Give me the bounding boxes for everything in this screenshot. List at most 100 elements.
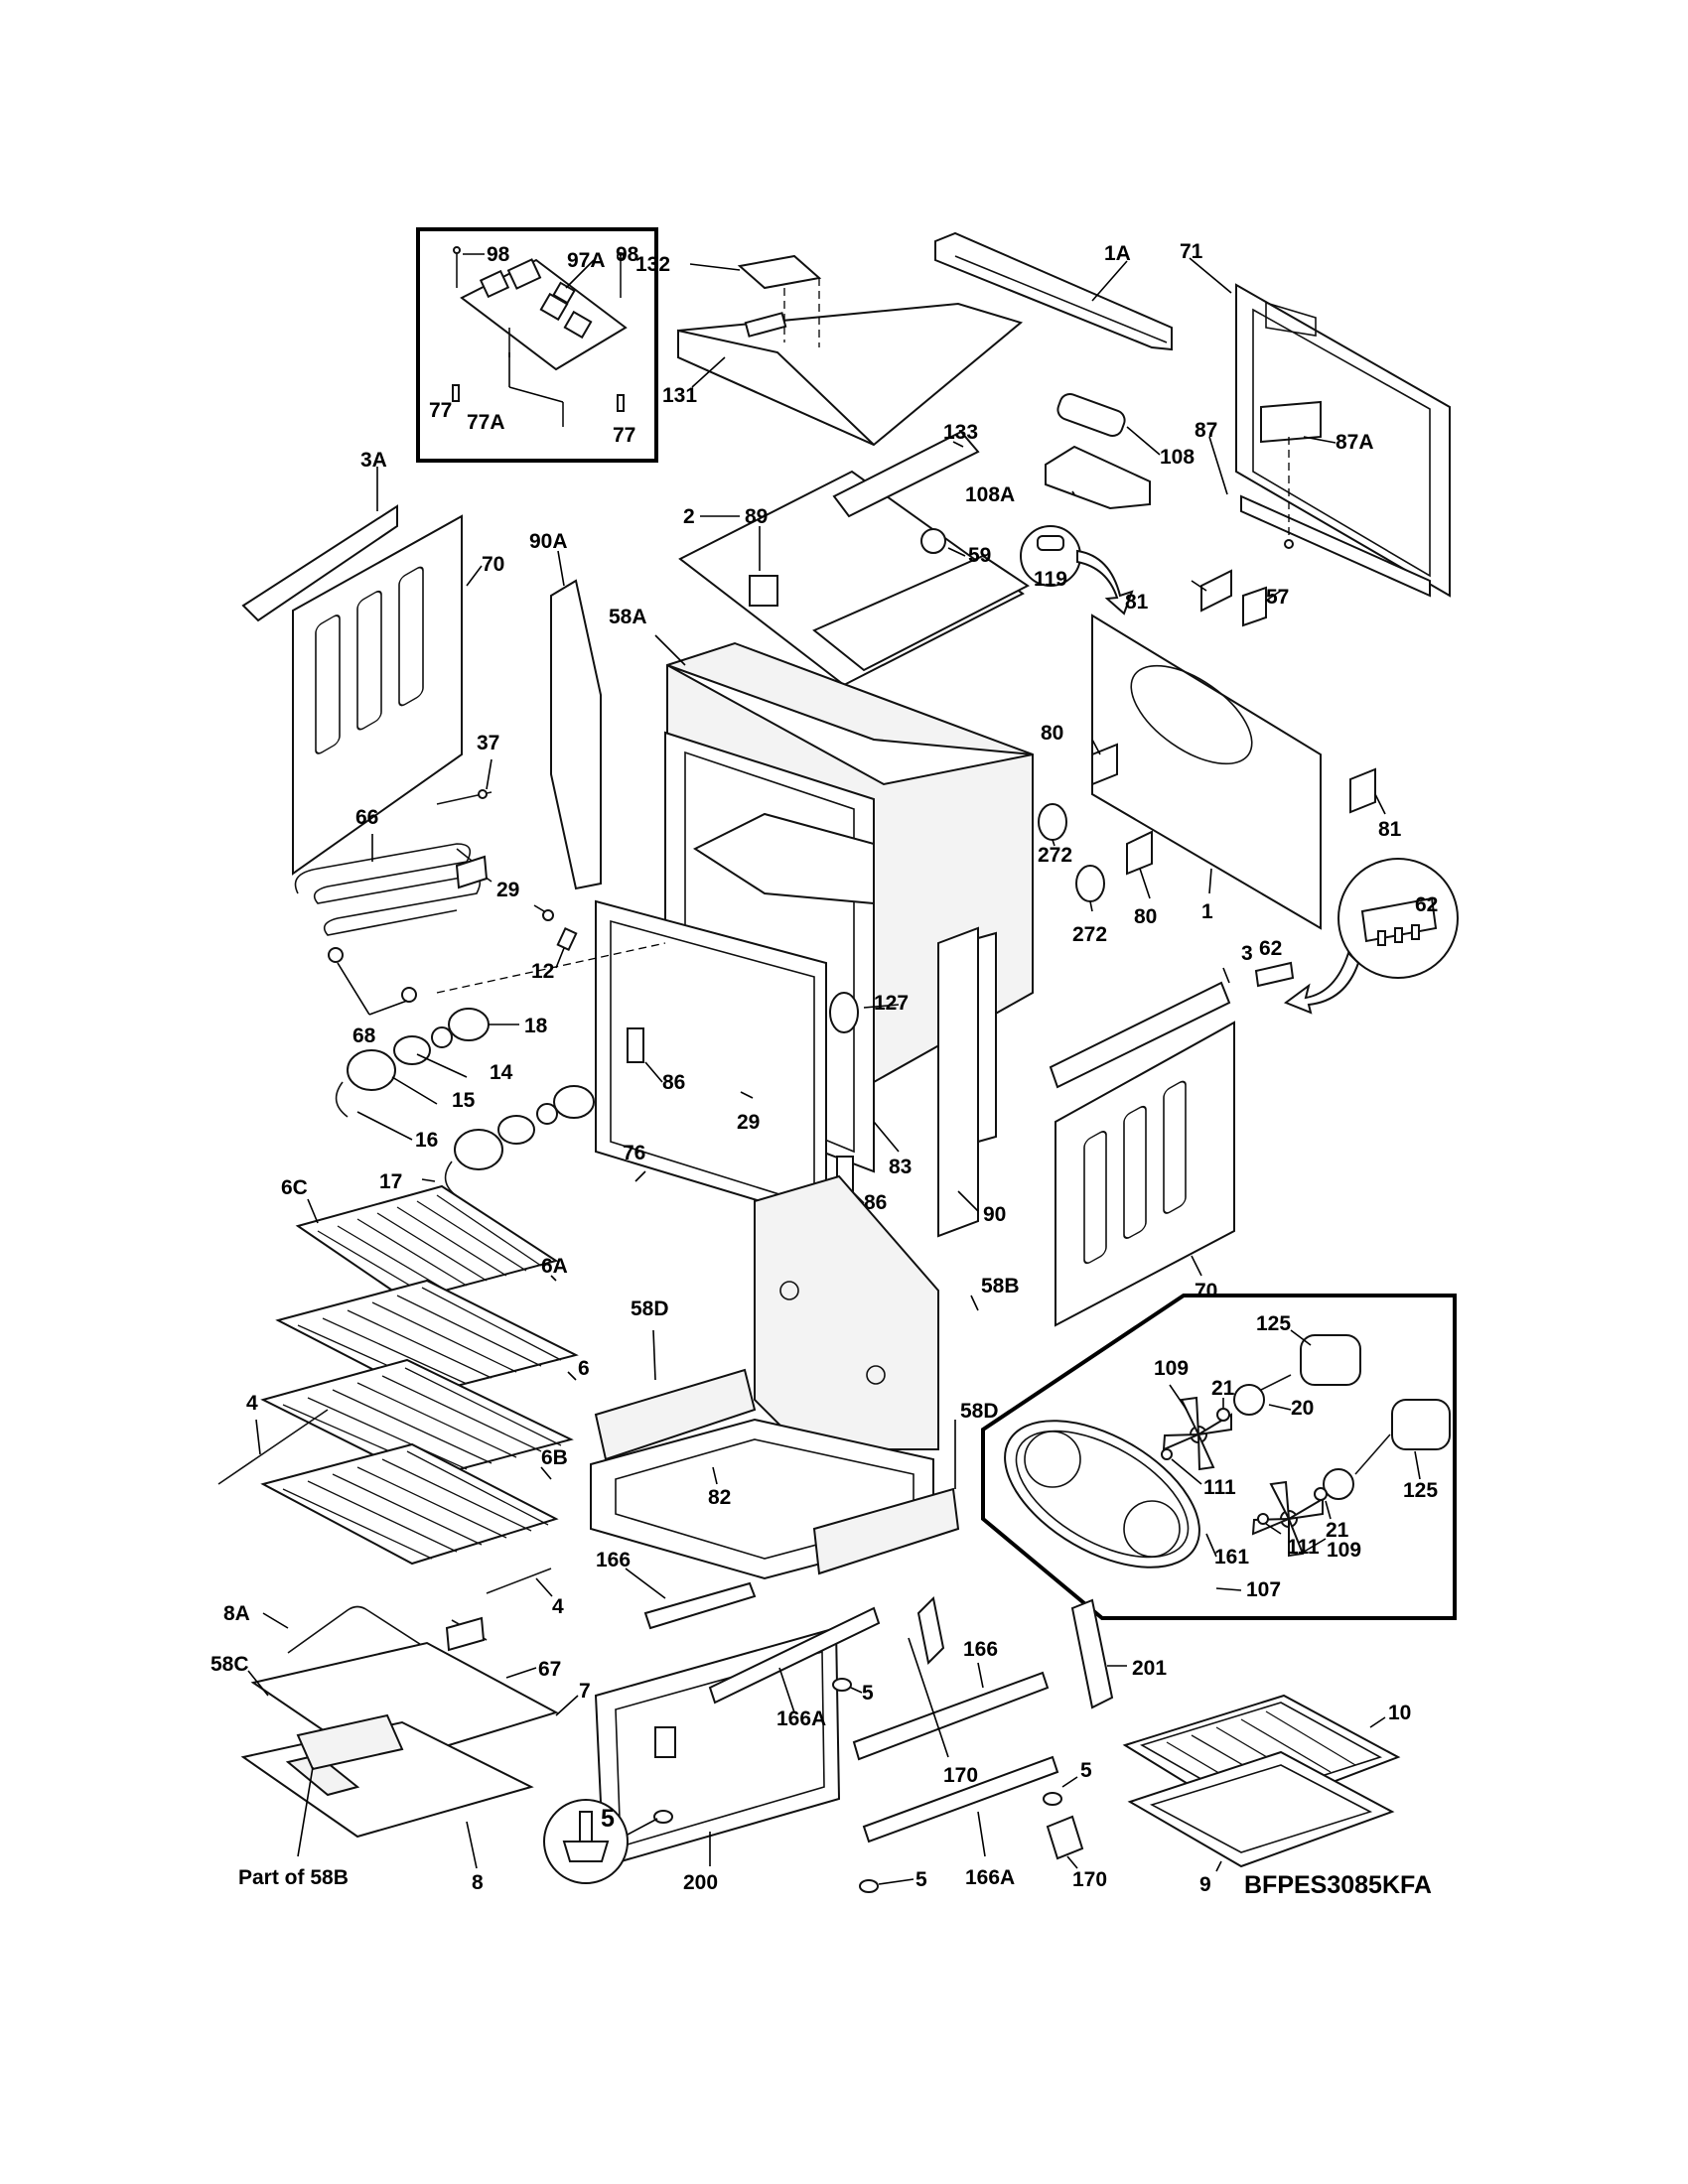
insulation-58D-b (812, 1487, 960, 1575)
rear-panel-1 (1091, 614, 1322, 930)
label-62a: 62 (1415, 893, 1438, 916)
label-6C: 6C (281, 1176, 308, 1199)
label-98b: 98 (616, 243, 639, 266)
label-133: 133 (943, 421, 978, 444)
shield-90A: 90A (529, 530, 602, 890)
label-62b: 62 (1259, 937, 1282, 960)
label-201: 201 (1132, 1657, 1167, 1680)
label-4a: 4 (246, 1392, 258, 1415)
part-86a (627, 1027, 644, 1063)
disc-20a (1233, 1384, 1265, 1416)
bracket-201 (1070, 1598, 1114, 1709)
label-90: 90 (983, 1203, 1006, 1226)
rail-166A-a (708, 1606, 881, 1705)
label-166b: 166 (963, 1638, 998, 1661)
label-58D-a: 58D (631, 1297, 669, 1320)
label-67: 67 (538, 1658, 561, 1681)
label-125b: 125 (1403, 1479, 1438, 1502)
label-part-of-58B: Part of 58B (238, 1866, 349, 1889)
inset-frame (416, 227, 658, 463)
label-14: 14 (490, 1061, 513, 1084)
label-2: 2 (683, 505, 695, 528)
fan-motor-125a (1300, 1334, 1361, 1386)
label-37: 37 (477, 732, 499, 754)
label-107: 107 (1246, 1578, 1281, 1601)
label-97a: 97A (567, 249, 606, 272)
bracket-81b (1349, 767, 1376, 814)
label-82: 82 (708, 1486, 731, 1509)
label-21a: 21 (1211, 1377, 1235, 1400)
label-272a: 272 (1038, 844, 1072, 867)
label-170a: 170 (943, 1764, 978, 1787)
rack-6 (260, 1358, 574, 1481)
label-6B: 6B (541, 1446, 568, 1469)
control-board (460, 258, 628, 371)
trim-3A (241, 504, 398, 622)
convection-fan-inset: 109 21 20 125 111 21 125 111 109 161 107 (981, 1294, 1457, 1620)
nut-111b (1257, 1513, 1269, 1525)
label-16: 16 (415, 1129, 438, 1152)
bracket-80a (1091, 743, 1118, 786)
label-58D-b: 58D (960, 1400, 999, 1423)
label-87: 87 (1195, 419, 1217, 442)
label-80a: 80 (1041, 722, 1063, 745)
label-5b: 5 (1080, 1759, 1092, 1782)
label-57: 57 (1266, 586, 1289, 609)
label-58C: 58C (211, 1653, 249, 1676)
bracket-80b (1126, 830, 1153, 876)
nut-111a (1161, 1448, 1173, 1460)
label-200: 200 (683, 1871, 718, 1894)
terminal-block-62 (1254, 961, 1295, 988)
label-71: 71 (1180, 240, 1203, 263)
leveler-5d (859, 1879, 879, 1893)
label-90A: 90A (529, 530, 568, 553)
insulation-58D-a (594, 1368, 757, 1461)
label-70b: 70 (1195, 1280, 1217, 1302)
label-3A: 3A (360, 449, 387, 472)
label-5d: 5 (915, 1868, 927, 1891)
label-58B: 58B (981, 1275, 1020, 1297)
label-83: 83 (889, 1156, 912, 1178)
fan-motor-125b (1391, 1399, 1451, 1450)
part-127 (829, 992, 859, 1033)
leveler-5b (1043, 1792, 1062, 1806)
nut-21b (1314, 1487, 1328, 1501)
label-161: 161 (1214, 1546, 1249, 1569)
bracket-108A (1045, 445, 1151, 510)
label-272b: 272 (1072, 923, 1107, 946)
label-80b: 80 (1134, 905, 1157, 928)
label-86b: 86 (864, 1191, 887, 1214)
thermostat-119-callout: 119 (1020, 525, 1134, 615)
part-57 (1242, 586, 1267, 627)
label-10: 10 (1388, 1702, 1411, 1724)
drawer-frame-group: 200 166 166A 166 170 201 166A 170 5 5 5 (543, 1549, 1167, 1894)
label-29b: 29 (737, 1111, 760, 1134)
label-3: 3 (1241, 942, 1253, 965)
bracket-133 (832, 430, 980, 518)
label-125a: 125 (1256, 1312, 1291, 1335)
bracket-81a (1200, 569, 1232, 613)
part-89 (749, 575, 778, 607)
broil-element-group: 8A 67 58C 7 Part of 58B 8 (211, 1602, 591, 1894)
label-18: 18 (524, 1015, 548, 1037)
label-9: 9 (1199, 1873, 1211, 1896)
rack-6C (295, 1184, 559, 1302)
label-58A: 58A (609, 606, 647, 628)
label-68: 68 (352, 1024, 376, 1047)
fan-inset-frame (981, 1294, 1457, 1620)
drawer-cavity-group: 58D 58B 58D 82 (590, 1174, 1020, 1580)
label-29a: 29 (496, 879, 519, 901)
label-6: 6 (578, 1357, 590, 1380)
label-6A: 6A (541, 1255, 568, 1278)
label-87A: 87A (1336, 431, 1374, 454)
broiler-pan-9 (1127, 1750, 1395, 1868)
part-59 (920, 528, 946, 554)
label-77b: 77 (613, 424, 635, 447)
side-panel-3-group: 3 70 (1049, 942, 1253, 1327)
label-108A: 108A (965, 483, 1015, 506)
top-plate-2-group: 2 89 59 133 (678, 421, 1030, 687)
control-board-inset: 98 97A 98 77 77A 77 (416, 227, 658, 463)
insulation-58B (754, 1174, 939, 1450)
label-1: 1 (1201, 900, 1213, 923)
leveler-5c-callout: 5 (543, 1799, 658, 1884)
